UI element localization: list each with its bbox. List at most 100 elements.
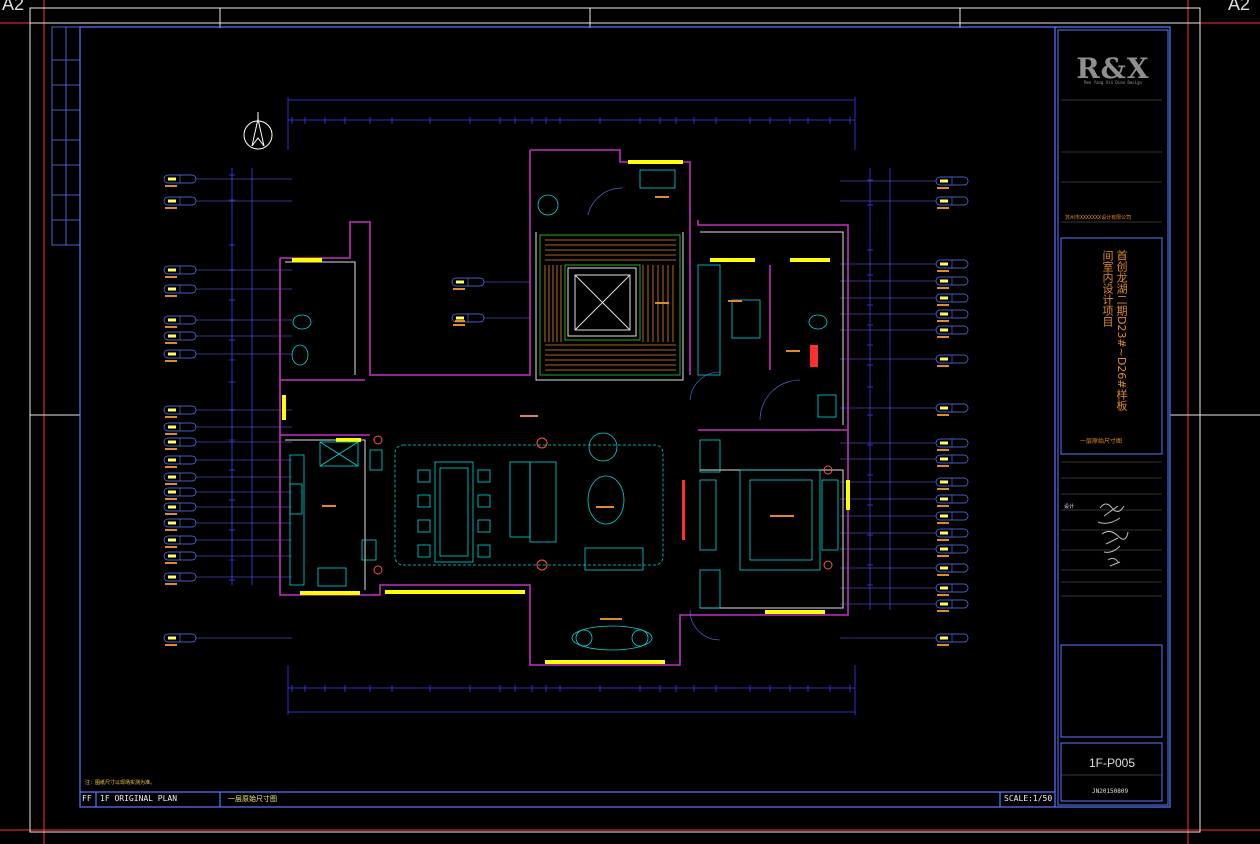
scale-label: SCALE:1/50 <box>1004 794 1053 803</box>
ceiling-lights <box>373 435 833 575</box>
tag-caption-mark <box>165 360 177 362</box>
company-logo: R&X <box>1076 52 1150 85</box>
tag-caption-mark <box>165 466 177 468</box>
red-accents <box>682 345 818 540</box>
doors <box>587 187 801 641</box>
tag-caption-mark <box>937 594 949 596</box>
tag-caption-mark <box>165 295 177 297</box>
stairs <box>539 234 681 376</box>
dining-chair <box>417 519 431 533</box>
tag-caption-mark <box>165 498 177 500</box>
sheet-size-label-right: A2 <box>1228 0 1251 14</box>
dining-chair <box>477 519 491 533</box>
tag-caption-mark <box>937 555 949 557</box>
tag-caption-mark <box>937 207 949 209</box>
title-block-frame <box>1057 29 1169 806</box>
tag-code-mark <box>168 199 176 203</box>
tag-code-mark <box>940 406 948 410</box>
tag-caption-mark <box>165 207 177 209</box>
tag-bubbles <box>163 174 969 646</box>
tag-caption-mark <box>453 324 465 326</box>
dimension-ticks <box>229 117 873 692</box>
tag-caption-mark <box>937 610 949 612</box>
tag-caption-mark <box>937 270 949 272</box>
tag-caption-mark <box>165 583 177 585</box>
tag-code-mark <box>940 531 948 535</box>
tag-caption-mark <box>165 433 177 435</box>
tag-code-mark <box>940 279 948 283</box>
tag-caption-mark <box>937 365 949 367</box>
tag-caption-mark <box>165 326 177 328</box>
windows <box>282 160 850 664</box>
sheet-size-label-left: A2 <box>2 0 25 14</box>
tag-caption-mark <box>165 185 177 187</box>
tag-caption-mark <box>937 465 949 467</box>
tag-caption-mark <box>937 414 949 416</box>
plan-title-cn: 一层原始尺寸图 <box>228 795 277 803</box>
sheet-frame <box>29 7 1260 833</box>
tag-caption-mark <box>165 342 177 344</box>
tag-code-mark <box>940 480 948 484</box>
tag-code-mark <box>168 177 176 181</box>
tag-code-mark <box>168 425 176 429</box>
design-company: 苏州市XXXXXXX设计有限公司 <box>1065 215 1132 221</box>
date-code: JN20150809 <box>1092 788 1129 795</box>
dining-chairs <box>417 469 491 558</box>
tag-code-mark <box>168 538 176 542</box>
dining-chair <box>417 494 431 508</box>
tag-code-mark <box>168 475 176 479</box>
drawing-note: 注：图纸尺寸以现场实测为准。 <box>85 780 156 786</box>
tag-code-mark <box>168 352 176 356</box>
tag-caption-mark <box>165 546 177 548</box>
tag-code-mark <box>168 268 176 272</box>
tag-caption-mark <box>165 448 177 450</box>
dimension-lines <box>231 97 891 715</box>
north-arrow-icon <box>243 112 273 150</box>
designer-label: 设计 <box>1064 504 1075 510</box>
dining-chair <box>417 544 431 558</box>
tag-code-mark <box>940 357 948 361</box>
plan-title: 1F ORIGINAL PLAN <box>100 794 178 803</box>
tag-code-mark <box>940 312 948 316</box>
walls-magenta <box>279 149 849 666</box>
tag-code-mark <box>940 586 948 590</box>
tag-code-mark <box>940 296 948 300</box>
dining-chair <box>477 494 491 508</box>
drawing-border <box>79 26 1171 808</box>
tag-code-mark <box>168 318 176 322</box>
dining-chair <box>477 469 491 483</box>
tag-caption-mark <box>165 644 177 646</box>
tag-code-mark <box>168 636 176 640</box>
tag-code-mark <box>168 440 176 444</box>
tag-code-mark <box>168 490 176 494</box>
tag-caption-mark <box>937 287 949 289</box>
drawing-number: 1F-P005 <box>1088 756 1136 770</box>
tag-code-mark <box>940 566 948 570</box>
dining-chair <box>417 469 431 483</box>
tag-caption-mark <box>937 187 949 189</box>
room-label-marks <box>322 196 800 620</box>
tag-code-mark <box>168 287 176 291</box>
tag-code-mark <box>940 328 948 332</box>
tag-code-mark <box>456 280 464 284</box>
company-logo-subtitle: Ren Yang Xin Dian Design <box>1084 80 1142 85</box>
tag-caption-mark <box>937 320 949 322</box>
tag-code-mark <box>940 514 948 518</box>
tag-code-mark <box>168 505 176 509</box>
tag-code-mark <box>940 199 948 203</box>
dining-chair <box>477 544 491 558</box>
tag-caption-mark <box>937 449 949 451</box>
drawing-name-cn: 一层原始尺寸图 <box>1080 438 1123 445</box>
tag-code-mark <box>168 554 176 558</box>
tag-caption-mark <box>937 644 949 646</box>
walls-white <box>285 231 844 609</box>
tag-caption-mark <box>165 513 177 515</box>
sheet-tag: FF <box>82 794 92 803</box>
tag-code-mark <box>940 602 948 606</box>
tag-code-mark <box>940 636 948 640</box>
title-block-lines <box>1061 99 1162 776</box>
tag-code-mark <box>456 316 464 320</box>
tag-caption-mark <box>165 529 177 531</box>
